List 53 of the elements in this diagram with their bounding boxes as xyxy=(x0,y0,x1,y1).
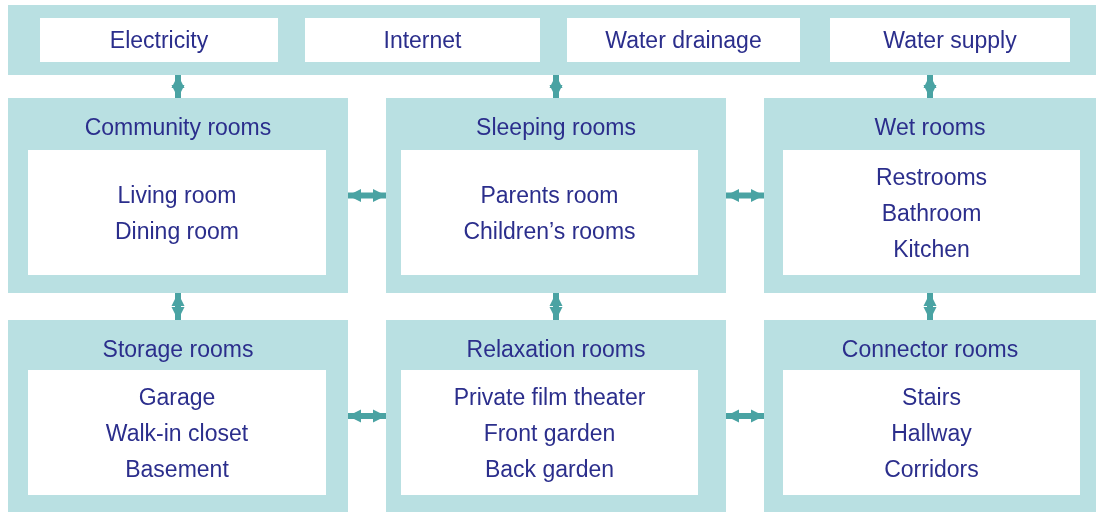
double-arrow xyxy=(549,293,563,320)
utility-box xyxy=(40,18,278,62)
room-group-panel xyxy=(764,320,1096,512)
room-group-panel xyxy=(8,320,348,512)
utility-box xyxy=(567,18,800,62)
group-heading: Wet rooms xyxy=(873,113,987,142)
room-name: Stairs xyxy=(902,382,961,412)
room-list-box xyxy=(28,150,326,275)
utility-band xyxy=(8,5,1096,75)
room-group-panel xyxy=(8,98,348,293)
room-name: Hallway xyxy=(891,418,972,448)
double-arrow xyxy=(171,293,185,320)
room-name: Walk-in closet xyxy=(105,418,249,448)
double-arrow xyxy=(726,409,764,423)
room-list-box xyxy=(401,370,698,495)
group-heading: Connector rooms xyxy=(840,335,1020,364)
room-list-box xyxy=(28,370,326,495)
room-name: Kitchen xyxy=(893,234,970,264)
utility-box xyxy=(305,18,540,62)
room-group-panel xyxy=(386,98,726,293)
double-arrow xyxy=(171,75,185,98)
room-name: Children’s rooms xyxy=(463,216,636,246)
room-name: Garage xyxy=(138,382,216,412)
room-name: Living room xyxy=(117,180,237,210)
double-arrow xyxy=(726,188,764,203)
utility-label: Electricity xyxy=(109,26,209,55)
room-name: Basement xyxy=(125,454,229,484)
room-name: Corridors xyxy=(884,454,979,484)
group-heading: Storage rooms xyxy=(101,335,255,364)
double-arrow xyxy=(348,409,386,423)
utility-label: Water supply xyxy=(883,26,1017,55)
room-name: Back garden xyxy=(484,454,615,484)
room-name: Parents room xyxy=(480,180,619,210)
room-group-panel xyxy=(386,320,726,512)
utility-box xyxy=(830,18,1070,62)
room-list-box xyxy=(783,370,1080,495)
utility-label: Water drainage xyxy=(605,26,762,55)
room-name: Restrooms xyxy=(875,162,988,192)
room-name: Dining room xyxy=(115,216,239,246)
double-arrow xyxy=(549,75,563,98)
room-group-panel xyxy=(764,98,1096,293)
double-arrow xyxy=(923,75,937,98)
room-name: Private film theater xyxy=(453,382,646,412)
group-heading: Relaxation rooms xyxy=(465,335,647,364)
group-heading: Community rooms xyxy=(83,113,273,142)
double-arrow xyxy=(923,293,937,320)
group-heading: Sleeping rooms xyxy=(475,113,637,142)
room-name: Front garden xyxy=(483,418,616,448)
room-name: Bathroom xyxy=(881,198,982,228)
room-list-box xyxy=(401,150,698,275)
room-list-box xyxy=(783,150,1080,275)
utility-label: Internet xyxy=(383,26,462,55)
double-arrow xyxy=(348,188,386,203)
